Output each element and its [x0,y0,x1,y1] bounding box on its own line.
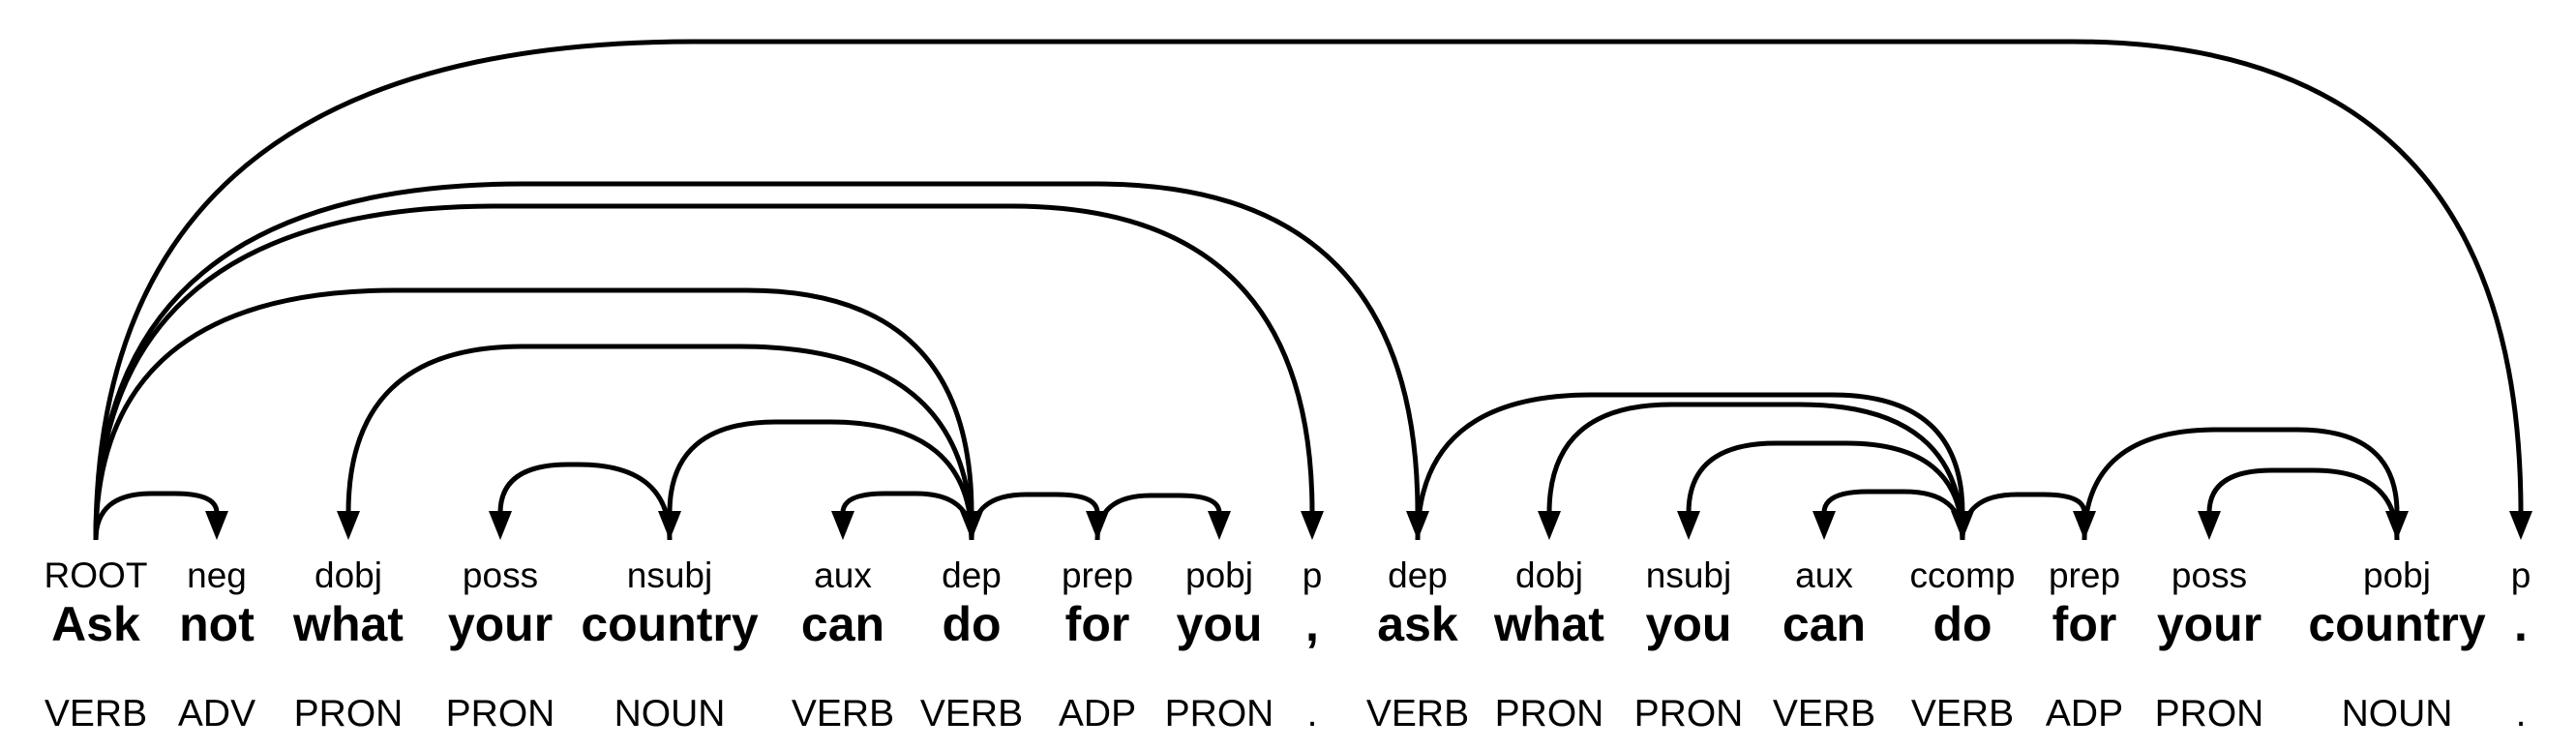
arrowhead-icon [2385,511,2409,540]
dependency-arc-aux [1821,489,1965,541]
token-dep-label: prep [2048,555,2121,595]
arrowhead-icon [1538,511,1561,540]
token-dep-label: neg [187,555,247,595]
token-word: do [942,597,1002,651]
arrowhead-icon [831,511,854,540]
dependency-arc-p [93,203,1315,541]
token-pos-tag: VERB [1365,693,1470,735]
token-word: can [800,597,885,651]
token-word: what [1494,597,1604,651]
dependency-arc-p [93,39,2524,541]
token-word: country [581,597,759,651]
token-word: you [1176,597,1263,651]
token-dep-label: poss [2171,555,2248,595]
token-pos-tag: VERB [44,693,148,735]
token-word: , [1305,597,1319,651]
dependency-arc-nsubj [1686,440,1965,541]
token-pos-tag: . [1306,693,1318,735]
dependency-arc-nsubj [667,419,974,541]
dependency-arc-dobj [345,344,974,541]
token-dep-label: dobj [315,555,382,595]
token-word: what [293,597,404,651]
token-word: not [179,597,255,651]
token-word: can [1782,597,1867,651]
token-pos-tag: PRON [2154,693,2264,735]
token-dep-label: ROOT [44,555,148,595]
token-pos-tag: PRON [445,693,555,735]
token-dep-label: dobj [1515,555,1583,595]
token-pos-tag: NOUN [2341,693,2453,735]
token-dep-label: dep [942,555,1002,595]
arrowhead-icon [1812,511,1836,540]
token-dep-label: nsubj [626,555,713,595]
token-pos-tag: ADV [177,693,256,735]
token-pos-tag: NOUN [614,693,726,735]
dependency-arc-aux [840,491,974,541]
dependency-arc-poss [497,462,673,541]
token-dep-label: aux [1795,555,1853,595]
dependency-arc-ccomp [1415,392,1965,541]
token-dep-label: p [1302,555,1323,595]
token-pos-tag: VERB [1910,693,2015,735]
token-dep-label: aux [814,555,872,595]
token-pos-tag: PRON [1633,693,1744,735]
token-word: you [1645,597,1732,651]
dependency-arc-dep [93,287,974,541]
token-dep-label: poss [462,555,539,595]
arrowhead-icon [658,511,681,540]
token-pos-tag: PRON [1164,693,1274,735]
token-dep-label: prep [1061,555,1134,595]
token-word: your [2156,597,2262,651]
token-word: your [447,597,554,651]
token-dep-label: dep [1388,555,1448,595]
token-pos-tag: ADP [1058,693,1137,735]
token-dep-label: p [2510,555,2531,595]
token-word: for [2052,597,2117,651]
token-word: do [1932,597,1992,651]
token-word: . [2514,597,2528,651]
arrowhead-icon [2198,511,2221,540]
dependency-arc-prep [1960,492,2087,541]
token-dep-label: ccomp [1909,555,2016,595]
arrowhead-icon [489,511,512,540]
dependency-arc-pobj [2082,427,2400,541]
arrowhead-icon [1208,511,1231,540]
token-dep-label: pobj [2363,555,2431,595]
arrowhead-icon [337,511,360,540]
token-dep-label: nsubj [1645,555,1732,595]
arrowhead-icon [1301,511,1324,540]
dependency-arc-dep [93,181,1421,541]
arrowhead-icon [2509,511,2532,540]
token-word: country [2308,597,2486,651]
token-pos-tag: VERB [919,693,1024,735]
arrowhead-icon [205,511,228,540]
dependency-arc-pobj [1094,493,1222,541]
token-pos-tag: ADP [2045,693,2124,735]
token-pos-tag: . [2515,693,2527,735]
dependency-arc-poss [2206,467,2400,541]
arrowhead-icon [1677,511,1700,540]
token-pos-tag: PRON [293,693,404,735]
dependency-arc-prep [969,492,1100,541]
token-dep-label: pobj [1185,555,1253,595]
token-pos-tag: VERB [791,693,895,735]
token-word: Ask [51,597,140,651]
token-pos-tag: VERB [1772,693,1876,735]
token-pos-tag: PRON [1494,693,1604,735]
dependency-arc-dobj [1546,402,1965,541]
token-word: ask [1377,597,1458,651]
token-word: for [1064,597,1130,651]
dependency-arc-neg [93,491,220,541]
